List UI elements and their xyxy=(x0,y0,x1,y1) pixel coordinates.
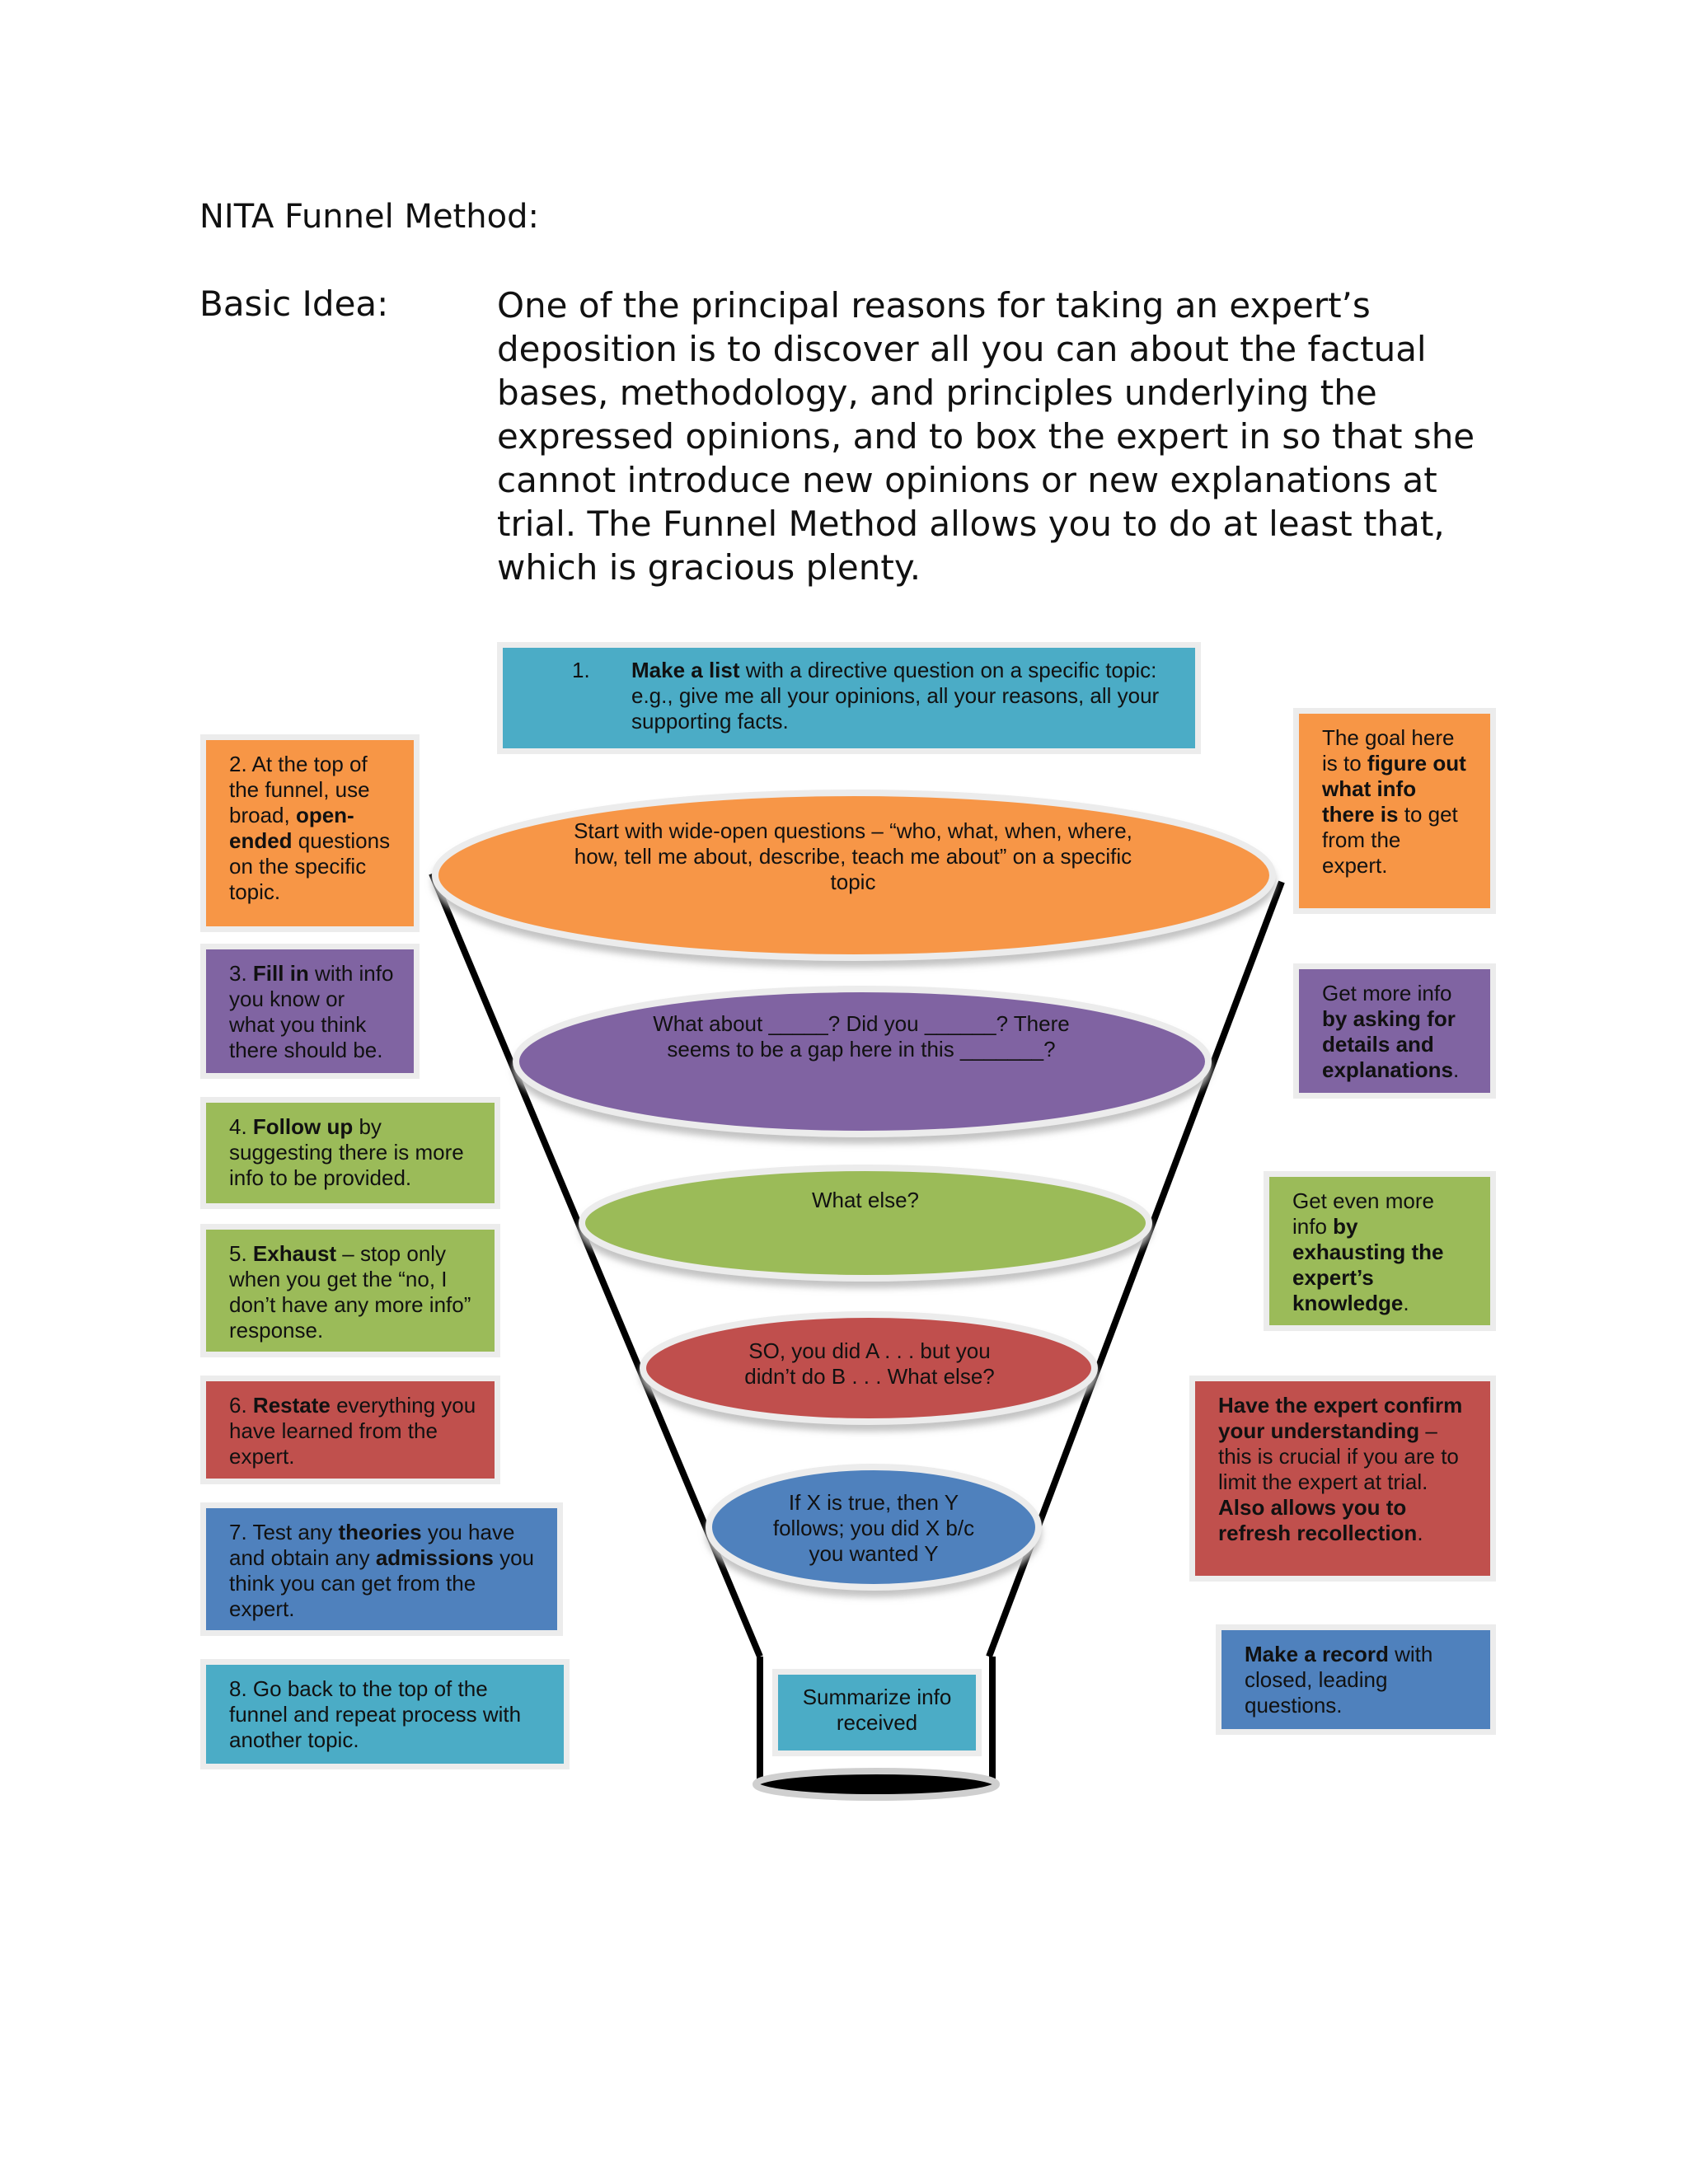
funnel-level-1-text: Start with wide-open questions – “who, w… xyxy=(574,818,1132,894)
step-2-pre: 2. At the top of the funnel, use broad, xyxy=(229,752,370,827)
note-3-pre: Get even more info xyxy=(1292,1188,1434,1239)
note-4-box: Have the expert confirm your understandi… xyxy=(1189,1376,1496,1582)
step-7-bold2: admissions xyxy=(375,1545,494,1570)
note-1-bold: figure out what info there is xyxy=(1322,751,1466,827)
step-3-bold: Fill in xyxy=(252,961,309,986)
step-7-post: you think you can get from the expert. xyxy=(229,1545,535,1621)
step-5-bold: Exhaust xyxy=(252,1241,337,1266)
step-1-text: with a directive question on a specific … xyxy=(631,658,1160,733)
summarize-box: Summarize info received xyxy=(772,1669,982,1756)
funnel-spout-base xyxy=(753,1768,1000,1801)
funnel-level-5-text: If X is true, then Y follows; you did X … xyxy=(772,1490,975,1566)
step-2-box: 2. At the top of the funnel, use broad, … xyxy=(200,734,420,932)
step-5-pre: 5. xyxy=(229,1241,253,1266)
basic-idea-text: One of the principal reasons for taking … xyxy=(497,285,1475,588)
step-4-bold: Follow up xyxy=(252,1114,354,1139)
step-6-box: 6. Restate everything you have learned f… xyxy=(200,1376,500,1484)
note-1-post: to get from the expert. xyxy=(1322,802,1458,878)
funnel-left-side xyxy=(429,872,763,1658)
funnel-level-2-text: What about _____? Did you ______? There … xyxy=(653,1011,1070,1062)
step-1-box: 1. Make a list with a directive question… xyxy=(497,642,1201,754)
note-3-post: . xyxy=(1403,1291,1409,1315)
note-2-box: Get more info by asking for details and … xyxy=(1293,963,1496,1099)
note-1-pre: The goal here is to xyxy=(1322,725,1455,776)
step-8-text: 8. Go back to the top of the funnel and … xyxy=(229,1676,522,1752)
note-3-box: Get even more info by exhausting the exp… xyxy=(1264,1171,1496,1331)
step-7-bold: theories xyxy=(338,1520,422,1544)
basic-idea-label: Basic Idea: xyxy=(199,284,389,324)
step-2-post: questions on the specific topic. xyxy=(229,828,391,904)
step-4-post: by suggesting there is more info to be p… xyxy=(229,1114,464,1190)
step-6-bold: Restate xyxy=(252,1393,331,1418)
note-4-post: . xyxy=(1417,1521,1423,1545)
note-3-bold: by exhausting the expert’s knowledge xyxy=(1292,1214,1444,1315)
step-3-box: 3. Fill in with info you know or what yo… xyxy=(200,944,420,1079)
note-4-mid: – this is crucial if you are to limit th… xyxy=(1218,1418,1459,1494)
step-5-box: 5. Exhaust – stop only when you get the … xyxy=(200,1224,500,1357)
step-3-pre: 3. xyxy=(229,961,253,986)
step-4-box: 4. Follow up by suggesting there is more… xyxy=(200,1097,500,1209)
note-4-bold2: Also allows you to refresh recollection xyxy=(1218,1495,1418,1545)
step-1-bold: Make a list xyxy=(631,658,740,682)
funnel-level-3-ellipse xyxy=(579,1165,1152,1282)
note-5-post: with closed, leading questions. xyxy=(1245,1642,1433,1718)
funnel-level-5-ellipse xyxy=(706,1464,1042,1591)
funnel-level-2-ellipse xyxy=(513,986,1212,1137)
summarize-text: Summarize info received xyxy=(802,1685,952,1735)
note-5-bold: Make a record xyxy=(1245,1642,1389,1666)
note-4-bold: Have the expert confirm your understandi… xyxy=(1218,1393,1463,1443)
funnel-level-4-text: SO, you did A . . . but you didn’t do B … xyxy=(744,1338,995,1389)
step-7-pre: 7. Test any xyxy=(229,1520,339,1544)
step-5-post: – stop only when you get the “no, I don’… xyxy=(229,1241,471,1343)
step-7-box: 7. Test any theories you have and obtain… xyxy=(200,1502,563,1636)
note-5-box: Make a record with closed, leading quest… xyxy=(1216,1624,1496,1735)
step-4-pre: 4. xyxy=(229,1114,253,1139)
funnel-level-3-text: What else? xyxy=(811,1188,920,1212)
note-1-box: The goal here is to figure out what info… xyxy=(1293,708,1496,914)
note-2-bold: by asking for details and explanations xyxy=(1322,1006,1456,1082)
funnel-level-4-ellipse xyxy=(640,1311,1098,1425)
step-3-post: with info you know or what you think the… xyxy=(229,961,394,1062)
step-6-pre: 6. xyxy=(229,1393,253,1418)
step-6-post: everything you have learned from the exp… xyxy=(229,1393,476,1469)
step-1-number: 1. xyxy=(572,658,590,682)
note-2-pre: Get more info xyxy=(1322,981,1452,1005)
funnel-level-1-ellipse xyxy=(432,790,1276,961)
note-2-post: . xyxy=(1452,1057,1460,1082)
step-8-box: 8. Go back to the top of the funnel and … xyxy=(200,1659,570,1769)
step-7-mid: you have and obtain any xyxy=(229,1520,515,1570)
step-2-bold: open-ended xyxy=(229,803,354,853)
page-title: NITA Funnel Method: xyxy=(199,198,539,236)
